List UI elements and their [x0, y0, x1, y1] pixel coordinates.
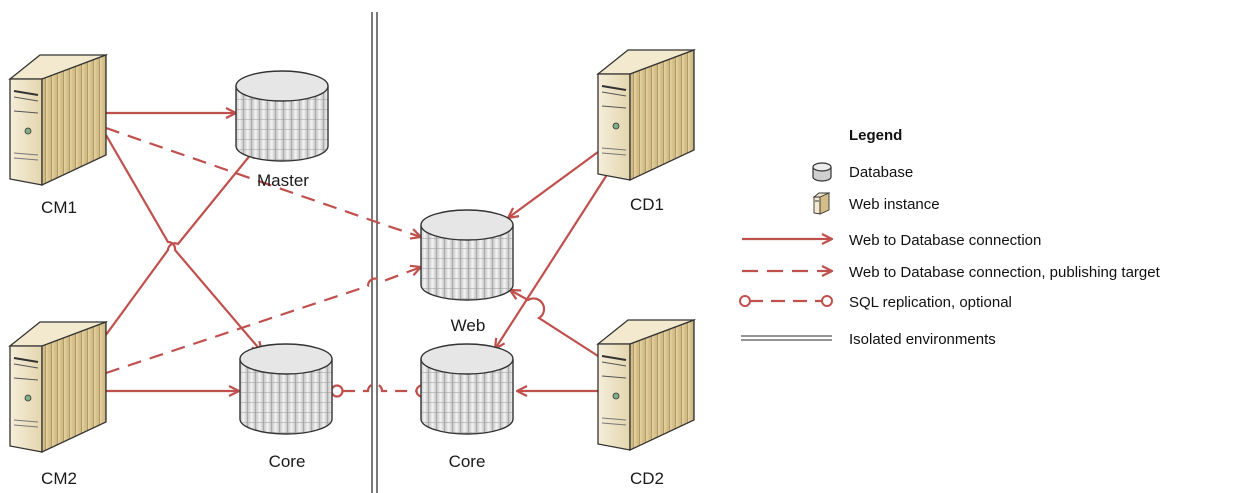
connection-cm1-web-publishing	[105, 126, 421, 237]
server-cd1	[596, 49, 696, 182]
database-icon	[812, 162, 832, 182]
web-instance-icon	[812, 192, 831, 215]
label-web: Web	[451, 316, 486, 335]
database-core-left	[239, 343, 333, 435]
connections	[99, 113, 611, 398]
connection-cm1-core	[105, 134, 262, 352]
legend-label-publishing-target: Web to Database connection, publishing t…	[849, 264, 1161, 281]
legend: Legend Database Web instance Web to Data…	[739, 127, 1161, 348]
connection-cd1-web	[508, 151, 599, 218]
label-core-left: Core	[269, 452, 306, 471]
sql-replication-icon	[739, 295, 833, 307]
server-cm1	[8, 54, 108, 187]
legend-label-isolated-environments: Isolated environments	[849, 331, 996, 348]
legend-label-web-db-connection: Web to Database connection	[849, 232, 1041, 249]
double-line-icon	[741, 335, 832, 341]
database-core-right	[420, 343, 514, 435]
legend-title: Legend	[849, 127, 902, 144]
isolation-divider	[371, 12, 378, 493]
label-cd2: CD2	[630, 469, 664, 488]
label-core-right: Core	[449, 452, 486, 471]
label-master: Master	[257, 171, 309, 190]
sql-replication-line	[330, 382, 429, 398]
connection-cm2-master	[99, 148, 256, 344]
database-web	[420, 209, 514, 301]
legend-label-web-instance: Web instance	[849, 196, 940, 213]
legend-label-database: Database	[849, 164, 913, 181]
server-cm2	[8, 321, 108, 454]
connection-cm2-web-publishing	[105, 267, 421, 375]
connection-cd2-web	[510, 290, 599, 357]
legend-label-sql-replication: SQL replication, optional	[849, 294, 1012, 311]
server-cd2	[596, 319, 696, 452]
label-cm2: CM2	[41, 469, 77, 488]
connection-cd1-core	[495, 169, 611, 349]
label-cd1: CD1	[630, 195, 664, 214]
database-master	[235, 70, 329, 162]
label-cm1: CM1	[41, 198, 77, 217]
